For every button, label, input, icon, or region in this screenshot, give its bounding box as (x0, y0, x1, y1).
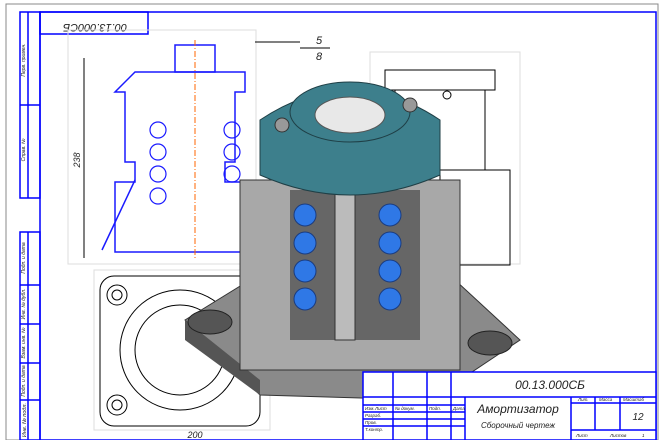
scale-label: Масштаб (623, 397, 644, 402)
callout: 8 (316, 51, 323, 63)
section-view: 238 5 8 (67, 29, 330, 265)
side-label: Подп. и дата (21, 365, 27, 397)
col-label: Лист (374, 406, 387, 411)
sheets-label: Листов (609, 433, 627, 438)
scale-value: 12 (632, 412, 644, 423)
sheet-border (5, 3, 659, 440)
row-label: Разраб. (365, 413, 381, 418)
drawing-number: 00.13.000СБ (515, 378, 585, 392)
sheet-label: Лист (575, 433, 588, 438)
side-strip (19, 11, 41, 440)
drawing-subtitle: Сборочный чертеж (481, 421, 555, 430)
side-label: Справ. № (21, 138, 27, 161)
side-label: Перв. примен. (21, 43, 27, 76)
side-label: Инв. № подл. (22, 403, 28, 437)
col-label: Изм. (365, 406, 375, 411)
dimension-width: 200 (186, 430, 202, 440)
col-label: Подп. (429, 406, 441, 411)
mass-label: Масса (599, 397, 613, 402)
row-label: Пров. (365, 420, 377, 425)
drawing-frame (39, 11, 657, 440)
col-label: Дата (452, 406, 465, 411)
col-label: № докум. (395, 406, 415, 411)
3d-model (184, 81, 521, 401)
callout: 5 (316, 35, 323, 47)
drawing-title: Амортизатор (476, 402, 559, 416)
top-stamp: 00.13.000СБ (63, 21, 127, 33)
sheets-count: 1 (642, 433, 645, 438)
side-label: Подп. и дата (21, 242, 27, 274)
title-block (362, 371, 657, 440)
side-label: Инв. № дубл. (21, 289, 27, 320)
row-label: Т.контр. (365, 427, 383, 432)
side-label: Взам. инв. № (21, 327, 27, 359)
lit-label: Лит. (577, 397, 589, 402)
dimension-height: 238 (72, 152, 82, 168)
